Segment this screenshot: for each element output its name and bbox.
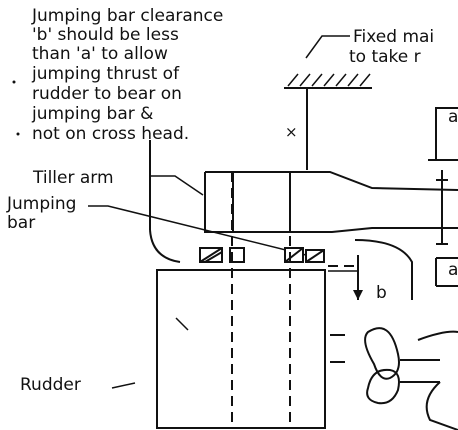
fixed-stop — [284, 73, 372, 170]
fixed-note-line-2: to take r — [349, 47, 421, 67]
jumping-bar-leader — [88, 205, 311, 257]
fixed-mark-leader — [305, 35, 350, 59]
clearance-note: Jumping bar clearance 'b' should be less… — [31, 6, 223, 144]
tiller-arm-bottom-edge — [204, 172, 458, 233]
dim-a-label: a — [448, 107, 458, 127]
dim-a-label-lower: a — [448, 260, 458, 280]
note-line-1: Jumping bar clearance — [31, 6, 223, 26]
tiller-arm-leader — [150, 175, 204, 196]
note-line-7: not on cross head. — [32, 124, 189, 144]
speck-1 — [12, 80, 16, 84]
speck-2 — [16, 132, 20, 136]
jumping-bar-left — [199, 247, 245, 263]
jumping-bar-label-line-1: Jumping — [6, 194, 76, 214]
rudder — [156, 172, 326, 429]
propeller-blade-upper — [364, 327, 400, 380]
note-line-3: than 'a' to allow — [32, 44, 168, 64]
jumping-bar-label-line-2: bar — [7, 213, 35, 233]
rudder-hatch-1 — [175, 317, 189, 331]
dimension-b: b — [328, 255, 387, 303]
fixed-mark-note: Fixed mai to take r — [305, 27, 434, 67]
note-line-5: rudder to bear on — [32, 84, 182, 104]
note-line-4: jumping thrust of — [31, 64, 180, 84]
x-mark: × — [285, 123, 298, 141]
propeller-blade-lower — [366, 368, 400, 405]
fixed-stop-hatching — [287, 73, 371, 87]
propeller — [330, 327, 458, 430]
tiller-arm — [204, 171, 458, 233]
tiller-arm-label: Tiller arm — [32, 168, 114, 188]
rudder-outline — [156, 269, 326, 429]
note-line-6: jumping bar & — [31, 104, 153, 124]
fixed-note-line-1: Fixed mai — [353, 27, 434, 47]
rudder-label: Rudder — [20, 375, 81, 395]
rudder-leader — [111, 382, 136, 389]
note-line-2: 'b' should be less — [32, 25, 179, 45]
stock-curve-left — [149, 229, 181, 263]
stock-curve-right — [354, 239, 413, 300]
dimension-a: a a — [428, 107, 458, 287]
dim-b-label: b — [376, 283, 387, 303]
tiller-arm-top-edge — [205, 171, 458, 191]
jumping-bar-right — [284, 247, 325, 263]
